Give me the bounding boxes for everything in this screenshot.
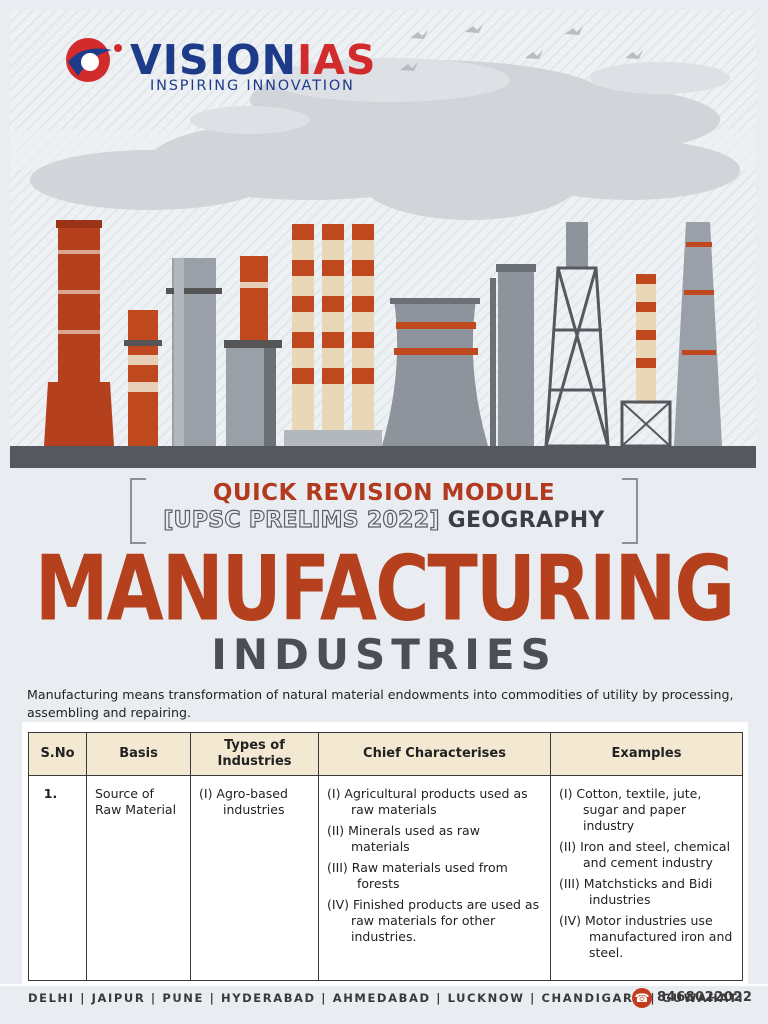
footer-phone: 8468022022 — [657, 990, 753, 1005]
cell-examples: (I) Cotton, textile, jute, sugar and pap… — [550, 775, 743, 981]
main-title: MANUFACTURING — [34, 536, 735, 642]
chief-item: (III) Raw materials used from forests — [327, 860, 508, 891]
subject-label: GEOGRAPHY — [447, 508, 605, 533]
example-item: (II) Iron and steel, chemical and cement… — [559, 839, 731, 870]
logo-wordmark: VISIONIAS — [130, 36, 377, 84]
footer-divider — [0, 984, 768, 986]
vision-ias-logo: VISIONIAS INSPIRING INNOVATION — [62, 36, 392, 96]
logo-tagline: INSPIRING INNOVATION — [150, 78, 355, 94]
example-item: (I) Cotton, textile, jute, sugar and pap… — [559, 786, 702, 833]
footer: DELHI | JAIPUR | PUNE | HYDERABAD | AHME… — [0, 984, 768, 1024]
sub-title: INDUSTRIES — [211, 630, 557, 679]
module-heading: QUICK REVISION MODULE [UPSC PRELIMS 2022… — [130, 478, 638, 544]
col-header-types: Types of Industries — [190, 732, 319, 776]
footer-cities: DELHI | JAIPUR | PUNE | HYDERABAD | AHME… — [28, 991, 745, 1005]
module-title: QUICK REVISION MODULE — [212, 480, 556, 506]
left-bracket — [130, 478, 146, 544]
example-item: (III) Matchsticks and Bidi industries — [559, 876, 713, 907]
chief-item: (I) Agricultural products used as raw ma… — [327, 786, 528, 817]
col-header-basis: Basis — [86, 732, 191, 776]
cell-sno: 1. — [28, 775, 87, 981]
col-header-examples: Examples — [550, 732, 743, 776]
factory-scene-image — [10, 10, 756, 468]
factory-illustration: VISIONIAS INSPIRING INNOVATION — [10, 10, 756, 468]
cell-chief: (I) Agricultural products used as raw ma… — [318, 775, 551, 981]
table-panel: S.No Basis Types of Industries Chief Cha… — [22, 722, 748, 984]
chief-item: (II) Minerals used as raw materials — [327, 823, 480, 854]
intro-paragraph: Manufacturing means transformation of na… — [27, 687, 734, 720]
industries-table: S.No Basis Types of Industries Chief Cha… — [28, 732, 743, 981]
table-row: 1. Source of Raw Material (I) Agro-based… — [28, 775, 743, 981]
col-header-sno: S.No — [28, 732, 87, 776]
phone-icon: ☎ — [632, 988, 652, 1008]
cell-type: (I) Agro-based industries — [190, 775, 319, 981]
module-subtitle: [UPSC PRELIMS 2022] GEOGRAPHY — [130, 507, 638, 533]
table-header-row: S.No Basis Types of Industries Chief Cha… — [28, 732, 743, 776]
example-item: (IV) Motor industries use manufactured i… — [559, 913, 733, 960]
logo-globe-icon — [66, 38, 122, 82]
right-bracket — [622, 478, 638, 544]
chief-item: (IV) Finished products are used as raw m… — [327, 897, 540, 944]
cell-basis: Source of Raw Material — [86, 775, 191, 981]
exam-label: [UPSC PRELIMS 2022] — [163, 507, 440, 533]
type-item: (I) Agro-based industries — [199, 786, 288, 817]
col-header-chief: Chief Characterises — [318, 732, 551, 776]
